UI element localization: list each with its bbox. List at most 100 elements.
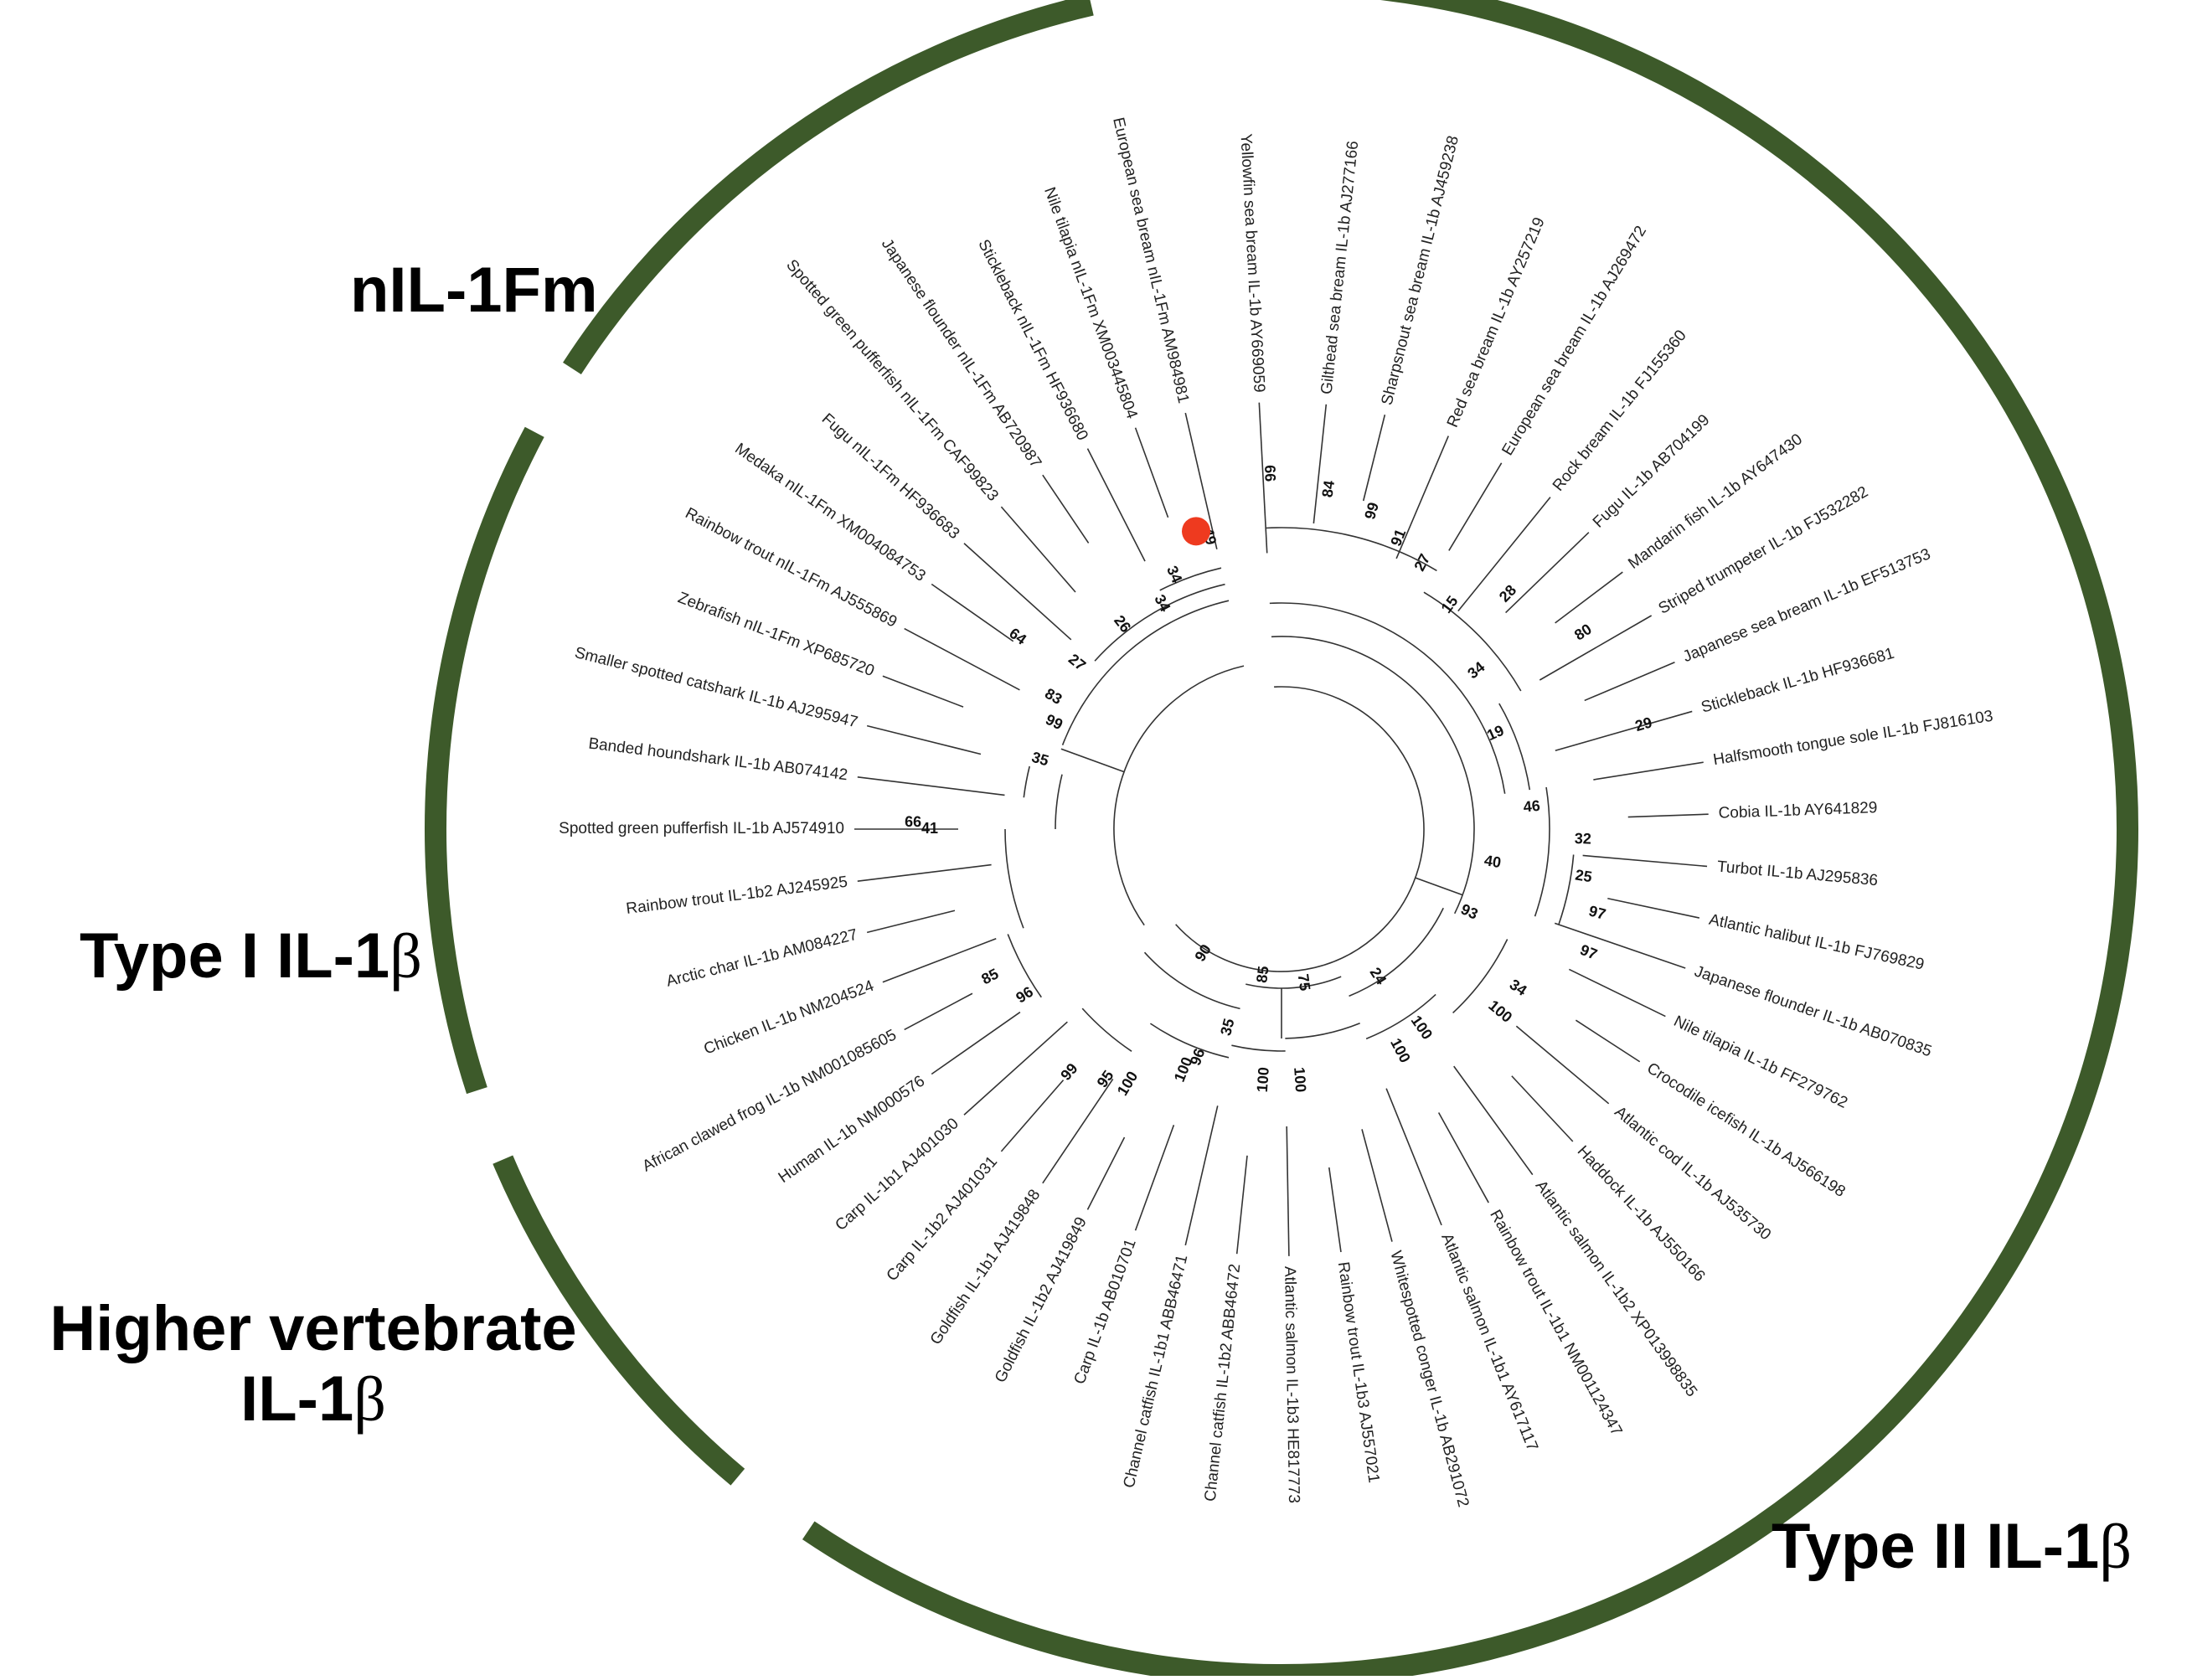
bootstrap-value: 66 [905, 813, 921, 830]
leaf-label: Japanese flounder nIL-1Fm AB720987 [878, 235, 1044, 471]
terminal-branch [1361, 1129, 1393, 1242]
internal-branch [1055, 774, 1063, 830]
leaf-label: Yellowfin sea bream IL-1b AY669059 [1236, 133, 1267, 393]
terminal-branch [1593, 761, 1704, 781]
group-label-type2-text: Type II IL-1 [1772, 1511, 2100, 1582]
leaf-label: Gilthead sea bream IL-1b AJ277166 [1318, 140, 1363, 395]
bootstrap-value: 84 [1319, 480, 1338, 499]
terminal-branch [1286, 1126, 1290, 1256]
leaf-label: Medaka nIL-1Fm XM004084753 [731, 440, 928, 585]
bootstrap-value: 100 [1408, 1013, 1436, 1043]
bootstrap-value: 100 [1114, 1069, 1142, 1099]
beta-symbol: β [2099, 1512, 2132, 1582]
leaf-label: Atlantic salmon IL-1b2 XP013998835 [1532, 1178, 1700, 1400]
terminal-branch [1042, 474, 1090, 544]
bootstrap-value: 80 [1571, 621, 1595, 644]
bootstrap-value: 34 [1163, 564, 1185, 585]
bootstrap-value: 75 [1295, 973, 1314, 992]
bootstrap-value: 91 [1387, 527, 1409, 549]
internal-branch [1266, 527, 1437, 572]
bootstrap-value: 64 [1006, 625, 1029, 648]
terminal-branch [866, 910, 956, 934]
bootstrap-value: 93 [1458, 900, 1480, 922]
bootstrap-value: 95 [1094, 1067, 1117, 1090]
terminal-branch [882, 938, 997, 983]
terminal-branch [1086, 448, 1146, 562]
leaf-label: Spotted green pufferfish IL-1b AJ574910 [559, 820, 844, 837]
arc-type1 [425, 426, 544, 1095]
bootstrap-value: 24 [1367, 965, 1390, 988]
bootstrap-value: 46 [1523, 797, 1541, 816]
highlight-marker [1182, 517, 1211, 546]
terminal-branch [1607, 897, 1700, 919]
terminal-branch [1554, 922, 1686, 969]
terminal-branch [931, 583, 1014, 642]
bootstrap-value: 41 [921, 820, 938, 837]
terminal-branch [1437, 1112, 1489, 1203]
terminal-branch [1235, 1155, 1248, 1255]
bootstrap-value: 40 [1483, 852, 1503, 871]
terminal-branch [1575, 1019, 1641, 1063]
terminal-branch [904, 627, 1020, 691]
bootstrap-value: 85 [1253, 965, 1271, 983]
terminal-branch [1086, 1136, 1126, 1210]
terminal-branch [1539, 615, 1653, 681]
terminal-branch [1258, 402, 1268, 554]
internal-branch [1149, 1023, 1230, 1059]
terminal-branch [1000, 1080, 1065, 1152]
leaf-label: Arctic char IL-1b AM084227 [664, 926, 859, 991]
bootstrap-value: 26 [1111, 612, 1134, 636]
bootstrap-value: 99 [1043, 711, 1065, 734]
terminal-branch [1134, 427, 1169, 518]
terminal-branch [963, 543, 1072, 641]
leaf-label: Banded houndshark IL-1b AB074142 [587, 735, 848, 785]
arc-higher [493, 1155, 745, 1486]
internal-branch [1349, 907, 1444, 997]
terminal-branch [1184, 1105, 1219, 1246]
bootstrap-value: 29 [1633, 714, 1654, 734]
bootstrap-value: 32 [1574, 830, 1591, 848]
bootstrap-value: 100 [1254, 1066, 1272, 1092]
terminal-branch [931, 1011, 1021, 1075]
bootstrap-value: 100 [1485, 997, 1515, 1026]
internal-branch [1498, 703, 1531, 791]
internal-branch [1534, 786, 1550, 917]
terminal-branch [904, 992, 973, 1031]
terminal-branch [1042, 1079, 1114, 1184]
terminal-branch [1555, 710, 1693, 752]
tree-branches [854, 402, 1709, 1256]
internal-branch [1452, 939, 1509, 1013]
internal-branch [1094, 583, 1225, 662]
internal-branch [1365, 993, 1436, 1040]
group-label-nil1fm: nIL-1Fm [350, 255, 598, 326]
internal-branch [1175, 686, 1425, 972]
internal-branch [1060, 748, 1125, 773]
leaf-label: Stickleback IL-1b HF936681 [1699, 645, 1896, 717]
group-label-higher-text: IL-1 [240, 1363, 354, 1435]
bootstrap-value: 15 [1438, 593, 1462, 616]
bootstrap-value: 34 [1464, 658, 1488, 682]
leaf-label: Sharpsnout sea bream IL-1b AJ459238 [1379, 134, 1462, 407]
arc-nil1fm [563, 0, 1094, 374]
bootstrap-value: 100 [1387, 1035, 1414, 1065]
bootstrap-value: 25 [1574, 866, 1593, 885]
terminal-branch [1511, 1075, 1574, 1142]
terminal-branch [857, 863, 992, 882]
terminal-branch [1313, 404, 1328, 524]
internal-branch [1004, 828, 1024, 929]
internal-branch [1113, 665, 1245, 926]
leaf-label: Chicken IL-1b NM204524 [702, 977, 877, 1059]
internal-branch [1143, 951, 1240, 1010]
leaf-label: Turbot IL-1b AJ295836 [1716, 858, 1879, 890]
bootstrap-value: 90 [1191, 941, 1215, 965]
internal-branch [1271, 636, 1475, 915]
terminal-branch [1184, 412, 1218, 549]
internal-branch [1245, 976, 1342, 989]
leaf-label: Japanese sea bream IL-1b EF513753 [1680, 545, 1933, 666]
terminal-branch [1555, 571, 1623, 624]
leaf-labels: Yellowfin sea bream IL-1b AY669059 Gilthe… [559, 116, 1994, 1509]
terminal-branch [1395, 435, 1450, 559]
leaf-label: Channel catfish IL-1b2 ABB46472 [1202, 1263, 1245, 1502]
